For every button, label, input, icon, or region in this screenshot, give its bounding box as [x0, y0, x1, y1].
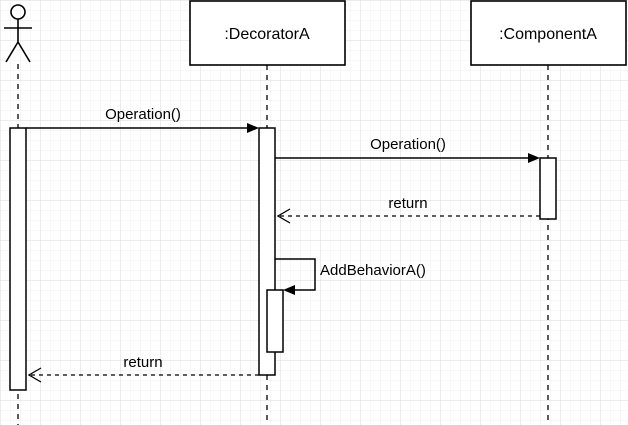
participant-decorator[interactable]: :DecoratorA — [189, 0, 346, 66]
actor-stick-figure[interactable] — [4, 4, 32, 63]
actor-activation[interactable] — [9, 127, 27, 391]
component-activation[interactable] — [539, 157, 557, 220]
message-add-behavior[interactable] — [275, 258, 316, 295]
participant-component[interactable]: :ComponentA — [470, 0, 627, 66]
message-operation-2[interactable] — [275, 153, 540, 163]
decorator-nested-activation[interactable] — [266, 289, 284, 353]
message-return-1[interactable] — [276, 208, 540, 224]
message-operation-1-label: Operation() — [105, 106, 181, 123]
message-return-2[interactable] — [27, 367, 259, 383]
message-add-behavior-label: AddBehaviorA() — [320, 262, 426, 279]
message-return-2-label: return — [123, 354, 162, 371]
message-operation-1[interactable] — [26, 123, 259, 133]
message-return-1-label: return — [388, 195, 427, 212]
component-label: :ComponentA — [499, 26, 597, 43]
message-operation-2-label: Operation() — [370, 136, 446, 153]
decorator-label: :DecoratorA — [224, 26, 310, 43]
